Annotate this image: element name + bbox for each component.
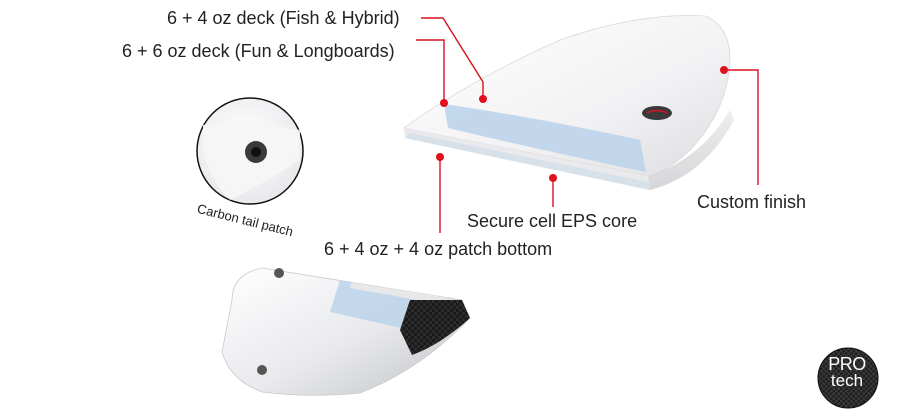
main-board-cutaway xyxy=(403,15,734,190)
eps-core-stripe xyxy=(444,104,646,172)
callout-eps-core: Secure cell EPS core xyxy=(467,211,638,231)
tail-plug-top xyxy=(274,268,284,278)
pro-tech-badge xyxy=(817,347,879,409)
callout-lines xyxy=(416,17,759,233)
carbon-tail-patch xyxy=(400,300,470,355)
callout-dots xyxy=(436,66,728,182)
callout-patch-bottom: 6 + 4 oz + 4 oz patch bottom xyxy=(324,239,553,259)
callout-custom-finish: Custom finish xyxy=(697,192,807,212)
carbon-patch-zoom xyxy=(196,97,304,205)
tail-plug-bottom xyxy=(257,365,267,375)
badge-line-tech: tech xyxy=(830,371,864,390)
board-logo-decal xyxy=(642,106,672,120)
badge-line-pro: PRO xyxy=(828,354,866,374)
callout-fun-longboards-deck: 6 + 6 oz deck (Fun & Longboards) xyxy=(122,41,395,61)
tail-bottom-view xyxy=(221,267,471,396)
pro-tech-badge-text: PRO tech xyxy=(818,354,876,390)
callout-fish-hybrid-deck: 6 + 4 oz deck (Fish & Hybrid) xyxy=(167,8,400,28)
